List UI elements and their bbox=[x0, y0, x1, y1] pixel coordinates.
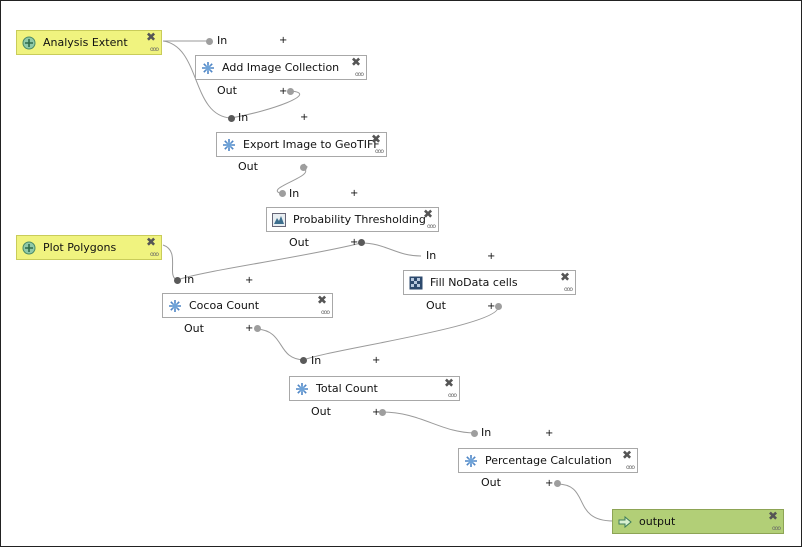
more-options-icon[interactable]: ooo bbox=[447, 392, 457, 399]
fill-out-label: Out bbox=[426, 299, 446, 312]
close-icon[interactable]: ✖ bbox=[145, 235, 156, 249]
percentage-calculation-node[interactable]: Percentage Calculation ✖ ooo bbox=[458, 448, 638, 473]
close-icon[interactable]: ✖ bbox=[559, 270, 570, 284]
add-image-in-port[interactable] bbox=[206, 38, 213, 45]
gear-icon bbox=[295, 382, 309, 396]
close-icon[interactable]: ✖ bbox=[621, 448, 632, 462]
gear-icon bbox=[222, 138, 236, 152]
export-image-label: Export Image to GeoTIFF bbox=[243, 138, 380, 151]
cocoa-in-label: In bbox=[184, 273, 195, 286]
close-icon[interactable]: ✖ bbox=[370, 132, 381, 146]
more-options-icon[interactable]: ooo bbox=[374, 148, 384, 155]
wire-threshold-out-to-fill-in bbox=[360, 242, 422, 257]
cocoa-in-port[interactable] bbox=[174, 277, 181, 284]
threshold-out-plus[interactable]: + bbox=[350, 237, 359, 248]
analysis-extent-node[interactable]: Analysis Extent ✖ ooo bbox=[16, 30, 162, 55]
more-options-icon[interactable]: ooo bbox=[563, 286, 573, 293]
fill-out-plus[interactable]: + bbox=[487, 301, 496, 312]
wire-threshold-out-to-cocoa-in bbox=[176, 242, 362, 281]
output-label: output bbox=[639, 515, 676, 528]
export-image-node[interactable]: Export Image to GeoTIFF ✖ ooo bbox=[216, 132, 387, 157]
total-out-port[interactable] bbox=[379, 409, 386, 416]
wire-fill-out-to-total-in bbox=[303, 306, 499, 361]
grid-icon bbox=[409, 276, 423, 290]
fill-out-port[interactable] bbox=[495, 303, 502, 310]
more-options-icon[interactable]: ooo bbox=[625, 464, 635, 471]
export-in-plus[interactable]: + bbox=[300, 112, 309, 123]
more-options-icon[interactable]: ooo bbox=[149, 46, 159, 53]
close-icon[interactable]: ✖ bbox=[316, 293, 327, 307]
cocoa-count-label: Cocoa Count bbox=[189, 299, 260, 312]
add-image-in-plus[interactable]: + bbox=[279, 35, 288, 46]
vector-layer-icon bbox=[22, 36, 36, 50]
plot-polygons-label: Plot Polygons bbox=[43, 241, 117, 254]
threshold-out-port[interactable] bbox=[358, 239, 365, 246]
threshold-in-plus[interactable]: + bbox=[350, 188, 359, 199]
close-icon[interactable]: ✖ bbox=[767, 509, 778, 523]
percentage-out-plus[interactable]: + bbox=[545, 478, 554, 489]
gdal-icon bbox=[272, 212, 286, 227]
threshold-out-label: Out bbox=[289, 236, 309, 249]
percentage-in-port[interactable] bbox=[471, 430, 478, 437]
cocoa-out-plus[interactable]: + bbox=[245, 323, 254, 334]
percentage-out-port[interactable] bbox=[554, 480, 561, 487]
add-image-out-port[interactable] bbox=[287, 88, 294, 95]
percentage-calculation-label: Percentage Calculation bbox=[485, 454, 612, 467]
add-image-collection-node[interactable]: Add Image Collection ✖ ooo bbox=[195, 55, 367, 80]
close-icon[interactable]: ✖ bbox=[145, 30, 156, 44]
total-in-port[interactable] bbox=[300, 357, 307, 364]
add-image-in-label: In bbox=[217, 34, 228, 47]
total-count-label: Total Count bbox=[316, 382, 378, 395]
threshold-in-label: In bbox=[289, 187, 300, 200]
more-options-icon[interactable]: ooo bbox=[320, 309, 330, 316]
total-out-plus[interactable]: + bbox=[372, 407, 381, 418]
export-out-port[interactable] bbox=[300, 164, 307, 171]
percentage-out-label: Out bbox=[481, 476, 501, 489]
cocoa-out-label: Out bbox=[184, 322, 204, 335]
probability-thresholding-node[interactable]: Probability Thresholding ✖ ooo bbox=[266, 207, 439, 232]
add-image-collection-label: Add Image Collection bbox=[222, 61, 340, 74]
fill-nodata-label: Fill NoData cells bbox=[430, 276, 518, 289]
threshold-in-port[interactable] bbox=[279, 190, 286, 197]
close-icon[interactable]: ✖ bbox=[422, 207, 433, 221]
more-options-icon[interactable]: ooo bbox=[771, 525, 781, 532]
cocoa-out-port[interactable] bbox=[254, 325, 261, 332]
probability-thresholding-label: Probability Thresholding bbox=[293, 213, 426, 226]
export-in-port[interactable] bbox=[228, 115, 235, 122]
cocoa-in-plus[interactable]: + bbox=[245, 275, 254, 286]
vector-layer-icon bbox=[22, 241, 36, 255]
add-image-out-plus[interactable]: + bbox=[279, 86, 288, 97]
more-options-icon[interactable]: ooo bbox=[149, 251, 159, 258]
total-out-label: Out bbox=[311, 405, 331, 418]
percentage-in-label: In bbox=[481, 426, 492, 439]
arrow-right-icon bbox=[618, 515, 632, 529]
more-options-icon[interactable]: ooo bbox=[354, 71, 364, 78]
cocoa-count-node[interactable]: Cocoa Count ✖ ooo bbox=[162, 293, 333, 318]
close-icon[interactable]: ✖ bbox=[350, 55, 361, 69]
add-image-out-label: Out bbox=[217, 84, 237, 97]
more-options-icon[interactable]: ooo bbox=[426, 223, 436, 230]
wire-cocoa-out-to-total-in bbox=[256, 328, 305, 361]
fill-in-plus[interactable]: + bbox=[487, 251, 496, 262]
analysis-extent-label: Analysis Extent bbox=[43, 36, 128, 49]
wire-total-out-to-percentage-in bbox=[381, 411, 476, 434]
close-icon[interactable]: ✖ bbox=[443, 376, 454, 390]
wire-plot-to-cocoa-in bbox=[162, 244, 178, 281]
wire-percentage-out-to-output bbox=[556, 483, 614, 522]
export-out-label: Out bbox=[238, 160, 258, 173]
export-in-label: In bbox=[238, 111, 249, 124]
fill-in-label: In bbox=[426, 249, 437, 262]
gear-icon bbox=[201, 61, 215, 75]
gear-icon bbox=[464, 454, 478, 468]
percentage-in-plus[interactable]: + bbox=[545, 428, 554, 439]
fill-nodata-node[interactable]: Fill NoData cells ✖ ooo bbox=[403, 270, 576, 295]
total-in-label: In bbox=[311, 354, 322, 367]
output-node[interactable]: output ✖ ooo bbox=[612, 509, 784, 534]
total-count-node[interactable]: Total Count ✖ ooo bbox=[289, 376, 460, 401]
total-in-plus[interactable]: + bbox=[372, 355, 381, 366]
gear-icon bbox=[168, 299, 182, 313]
plot-polygons-node[interactable]: Plot Polygons ✖ ooo bbox=[16, 235, 162, 260]
